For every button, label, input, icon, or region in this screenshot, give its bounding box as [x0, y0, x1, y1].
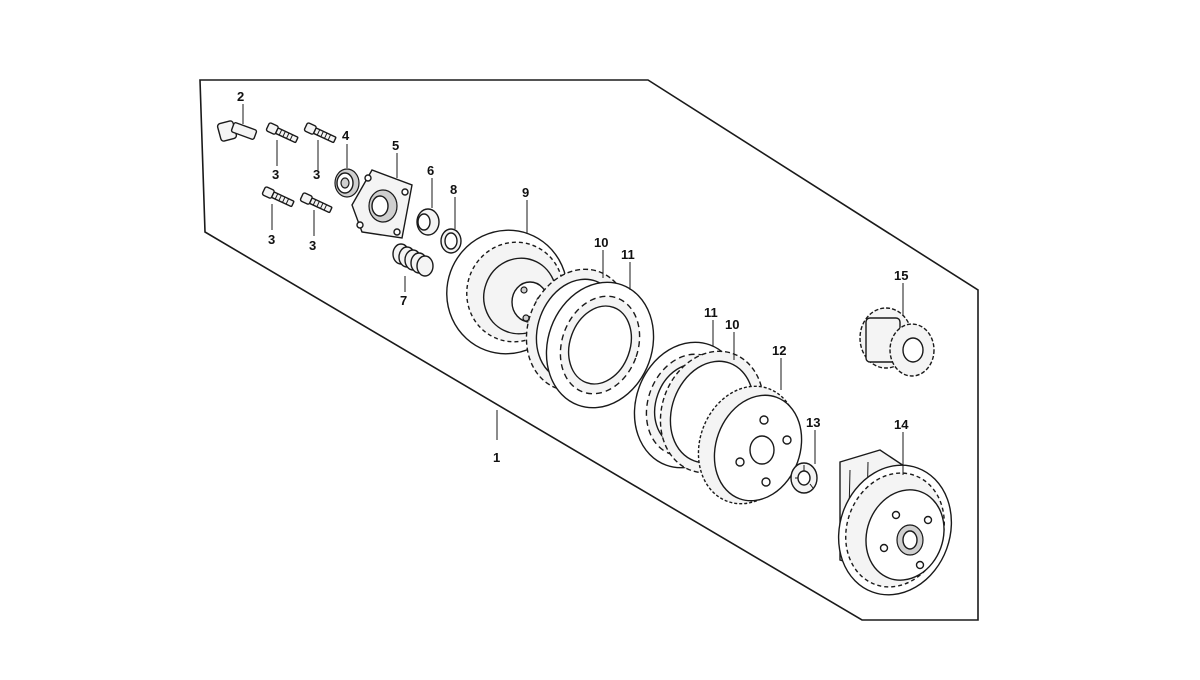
callout-9: 9 — [522, 185, 529, 200]
assembly-boundary — [199, 79, 979, 621]
part-11-clutch-plate — [545, 281, 655, 409]
callout-labels: 1 2 3 3 3 3 4 5 6 7 8 9 10 11 11 10 12 1… — [237, 89, 909, 465]
callout-13: 13 — [806, 415, 820, 430]
part-3-screw — [261, 186, 295, 208]
callout-10: 10 — [594, 235, 608, 250]
part-2-bolt — [216, 120, 258, 142]
part-3-screw — [299, 192, 333, 214]
part-13-lock-washer — [790, 462, 818, 494]
leader-lines — [242, 104, 904, 475]
callout-5: 5 — [392, 138, 399, 153]
part-3-screw — [303, 122, 337, 144]
callout-3: 3 — [309, 238, 316, 253]
part-12-clutch-center — [697, 385, 803, 505]
callout-11: 11 — [621, 247, 635, 262]
callout-8: 8 — [450, 182, 457, 197]
part-7-spring — [392, 243, 434, 277]
part-4-bearing — [334, 168, 360, 198]
part-8-washer — [440, 228, 462, 254]
part-14-clutch-housing — [837, 449, 953, 596]
part-6-collar — [416, 208, 440, 236]
callout-6: 6 — [427, 163, 434, 178]
callout-2: 2 — [237, 89, 244, 104]
callout-7: 7 — [400, 293, 407, 308]
callout-3: 3 — [268, 232, 275, 247]
part-15-drive-gear — [859, 307, 935, 377]
part-5-lifter-plate — [351, 169, 413, 239]
callout-4: 4 — [342, 128, 350, 143]
callout-15: 15 — [894, 268, 908, 283]
callout-10: 10 — [725, 317, 739, 332]
part-3-screw — [265, 122, 299, 144]
callout-1: 1 — [493, 450, 500, 465]
callout-14: 14 — [894, 417, 909, 432]
callout-3: 3 — [272, 167, 279, 182]
callout-12: 12 — [772, 343, 786, 358]
callout-11: 11 — [704, 305, 718, 320]
callout-3: 3 — [313, 167, 320, 182]
